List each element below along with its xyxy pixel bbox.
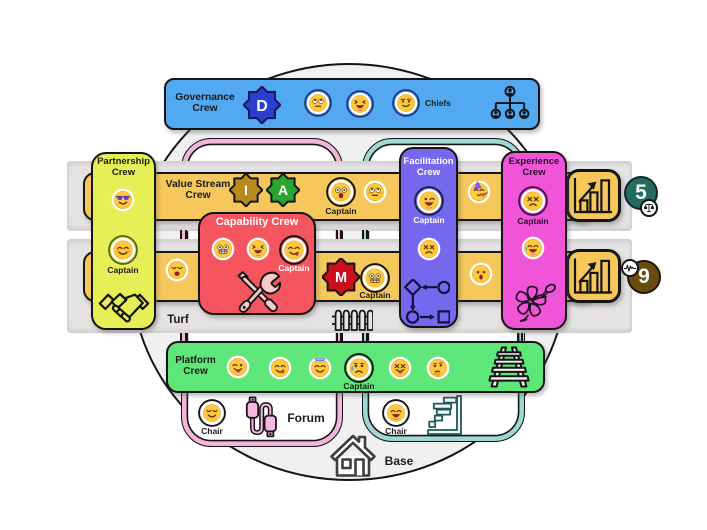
forum-chair — [382, 399, 410, 427]
flowchart-icon — [404, 279, 450, 325]
value-stream-crew-title: Value Stream Crew — [165, 178, 231, 202]
facilitation-crew-box — [399, 147, 458, 328]
crew-member-captain — [326, 177, 356, 207]
captain-label: Captain — [359, 290, 391, 300]
bar-chart-growth-icon — [572, 255, 615, 297]
forum-outline-segment — [335, 230, 338, 239]
crew-member — [245, 236, 271, 262]
crew-member-captain — [518, 186, 548, 216]
badge-i: I — [228, 172, 264, 208]
forum-outline-segment — [180, 332, 183, 341]
crew-member — [110, 187, 136, 213]
base-label: Base — [384, 454, 414, 468]
governance-crew-title: Governance Crew — [175, 91, 235, 115]
crew-member — [164, 257, 190, 283]
crew-member-captain — [279, 235, 309, 265]
forum-chair — [198, 399, 226, 427]
badge-d: D — [242, 85, 282, 124]
crew-member — [425, 355, 451, 381]
captain-label: Captain — [413, 214, 445, 225]
chair-label: Chair — [385, 426, 407, 436]
chiefs-label: Chiefs — [425, 97, 451, 108]
svg-text:A: A — [278, 182, 288, 198]
svg-text:M: M — [335, 270, 347, 286]
captain-label: Captain — [107, 264, 139, 275]
experience-crew-title: Experience Crew — [508, 156, 560, 178]
heartbeat-icon — [621, 259, 639, 277]
forum-outline-segment — [516, 332, 519, 341]
chief-member — [346, 90, 374, 118]
chief-member — [392, 89, 420, 117]
captain-label: Captain — [517, 215, 549, 226]
forum-outline-segment — [340, 230, 343, 239]
captain-label: Captain — [278, 262, 310, 273]
capability-crew-title: Capability Crew — [215, 215, 299, 228]
forum-outline-segment — [340, 332, 343, 341]
forum-outline-segment — [180, 230, 183, 239]
badge-9: 9 — [627, 260, 661, 294]
crew-member-captain — [344, 353, 374, 383]
captain-label: Captain — [325, 205, 357, 216]
stairs-chart-icon — [426, 394, 464, 436]
railroad-track-icon — [483, 345, 535, 389]
partnership-crew-title: Partnership Crew — [97, 156, 150, 178]
cable-connector-icon — [243, 396, 283, 438]
handshake-icon — [98, 286, 150, 328]
bar-chart-growth-icon — [572, 175, 615, 216]
svg-text:D: D — [256, 97, 268, 114]
badge-m: M — [321, 257, 361, 297]
forum-outline-segment — [184, 230, 187, 239]
facilitation-crew-title: Facilitation Crew — [403, 156, 454, 178]
crew-member — [225, 354, 251, 380]
captain-label: Captain — [343, 380, 375, 391]
forum-outline-segment — [366, 332, 369, 341]
badge-a: A — [265, 172, 301, 208]
crossed-tools-icon — [233, 270, 281, 314]
svg-text:I: I — [244, 182, 248, 198]
hibiscus-flower-icon — [512, 279, 558, 324]
chair-label: Chair — [201, 426, 223, 436]
chief-member — [304, 89, 332, 117]
crew-member — [466, 179, 492, 205]
house-icon — [327, 428, 379, 480]
forum-outline-segment — [361, 332, 364, 341]
crew-member-captain — [108, 235, 138, 265]
crew-member — [362, 179, 388, 205]
forum-outline-segment — [521, 332, 524, 341]
crew-member-captain — [414, 186, 444, 216]
forum-label: Forum — [287, 411, 325, 425]
turf-label: Turf — [167, 314, 189, 326]
fence-icon — [331, 309, 373, 331]
crew-member — [267, 355, 293, 381]
crew-member — [210, 236, 236, 262]
platform-crew-title: Platform Crew — [175, 355, 216, 378]
scales-icon — [640, 199, 658, 217]
forum-outline-segment — [361, 230, 364, 239]
crew-member — [416, 236, 442, 262]
org-chart-icon — [487, 83, 533, 128]
crew-member — [468, 261, 494, 287]
forum-outline-segment — [335, 332, 338, 341]
forum-outline-segment — [366, 230, 369, 239]
crew-member — [387, 355, 413, 381]
crew-member — [520, 235, 546, 261]
forum-outline-segment — [184, 332, 187, 341]
crew-member — [307, 355, 333, 381]
crew-member-captain — [360, 263, 390, 293]
